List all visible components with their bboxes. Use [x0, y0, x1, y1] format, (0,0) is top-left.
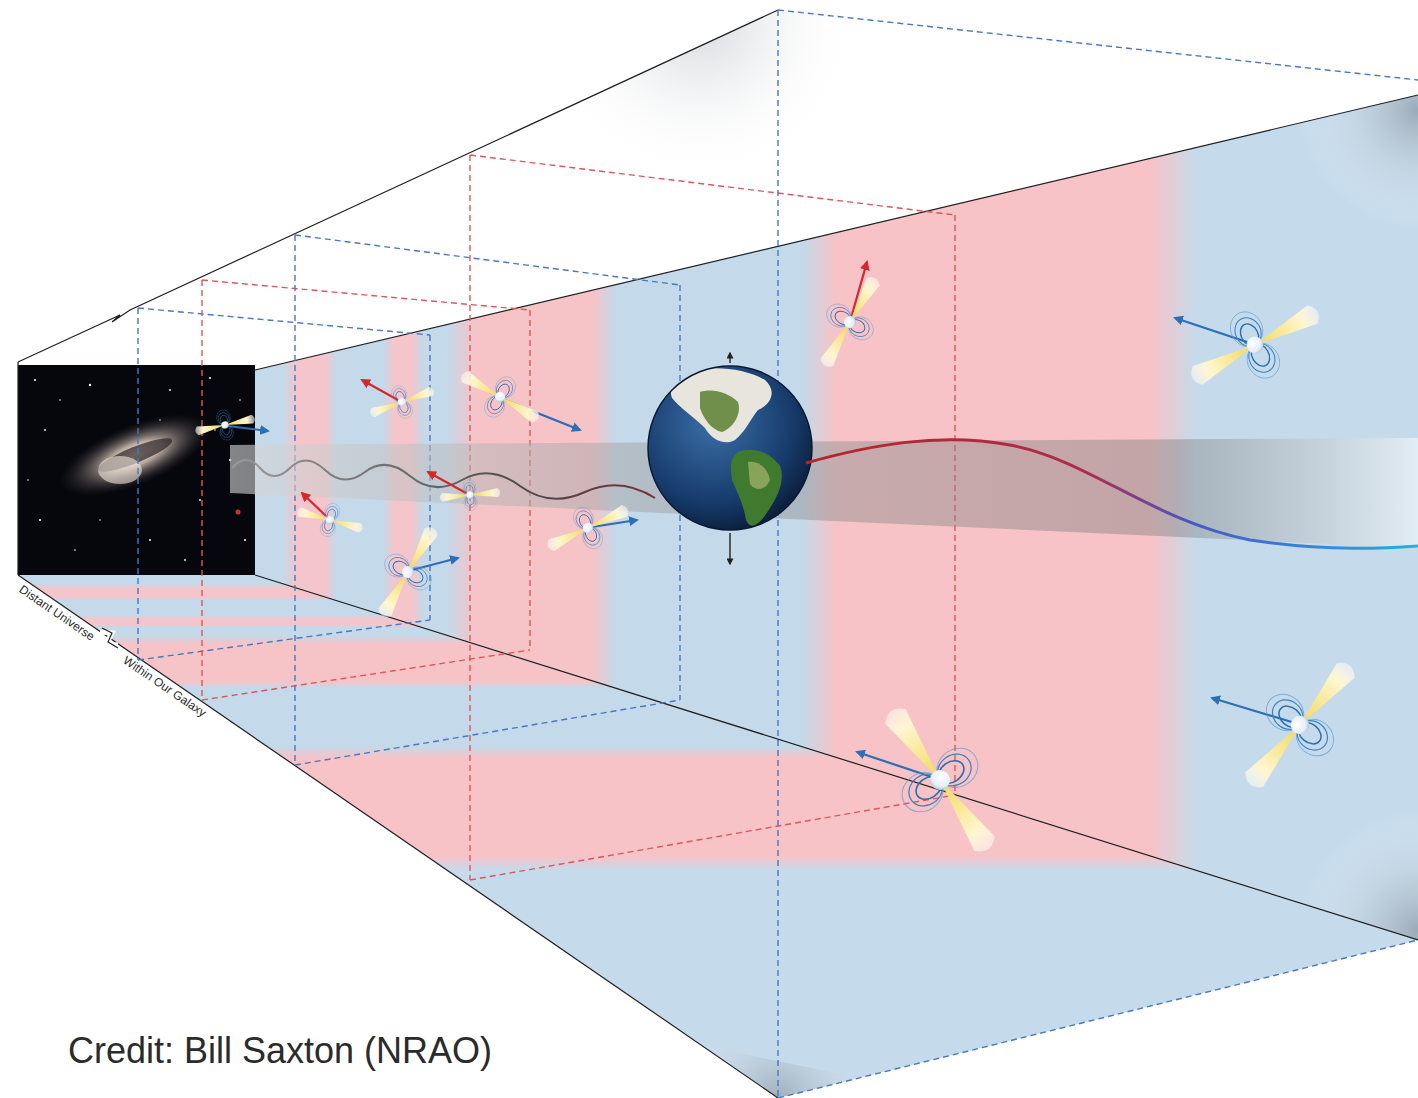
earth-motion-arrow — [729, 533, 730, 564]
credit-text: Credit: Bill Saxton (NRAO) — [68, 1030, 492, 1071]
back-edge — [17, 362, 18, 575]
earth-ocean — [648, 366, 812, 530]
pulsar — [1220, 640, 1380, 809]
pulsars — [192, 265, 1380, 873]
pulsar — [539, 489, 637, 566]
red-star — [236, 510, 241, 515]
pulsar — [1176, 280, 1335, 410]
blue-frame — [778, 10, 1418, 1098]
earth-rim — [648, 366, 812, 530]
pulsar — [192, 404, 258, 447]
earth — [648, 353, 812, 564]
pulsar — [361, 515, 456, 628]
wave-ribbon — [230, 438, 1418, 548]
region-label: Within Our Galaxy — [120, 654, 208, 721]
pulsar — [293, 495, 367, 545]
continents — [660, 368, 782, 525]
band-floor — [18, 575, 1418, 1098]
pulsar-arrows — [228, 262, 1295, 778]
floor-shade — [700, 1045, 860, 1098]
pulsar — [803, 265, 898, 378]
floor-edge — [18, 575, 778, 1098]
galaxy — [50, 397, 221, 513]
wall-top-edge — [255, 95, 1418, 370]
box-floor — [18, 575, 1418, 1098]
wall-shade — [1250, 95, 1418, 250]
pulsar — [364, 374, 439, 429]
gravitational-wave — [232, 460, 655, 499]
break-mark — [102, 628, 118, 648]
galaxy-image — [18, 365, 255, 575]
box-edges — [18, 10, 1418, 1098]
wave-fronts — [138, 10, 1418, 1098]
gravitational-wave — [806, 440, 1418, 549]
earth-motion-arrow — [729, 353, 730, 363]
pulsar — [451, 356, 549, 438]
ceiling-edge — [18, 10, 778, 362]
region-label: Distant Universe — [16, 583, 96, 644]
wall-bottom-edge — [255, 575, 1418, 940]
pulsar — [438, 477, 501, 513]
stars — [27, 377, 246, 561]
galaxy-bulge — [98, 456, 142, 484]
pulsar — [857, 687, 1023, 874]
night-sky — [18, 365, 255, 575]
